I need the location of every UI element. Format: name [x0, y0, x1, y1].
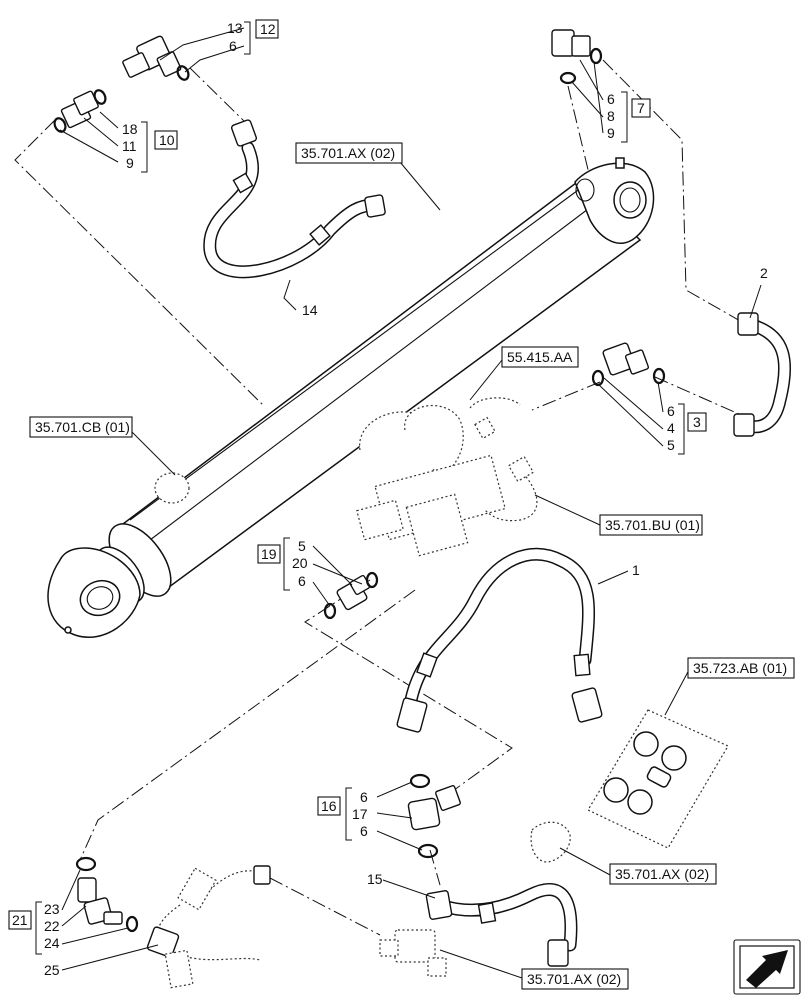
ref-35701ax-mid: 35.701.AX (02)	[615, 866, 709, 882]
elbow-ghost-left	[156, 865, 271, 961]
reference-boxes: 35.701.AX (02) 35.701.CB (01) 55.415.AA …	[29, 142, 795, 990]
item-6-group19: 6	[298, 573, 306, 589]
item-23-group21: 23	[44, 901, 60, 917]
group-label-12: 12	[260, 21, 276, 37]
group-label-7: 7	[637, 100, 645, 116]
item-24-group21: 24	[44, 935, 60, 951]
fitting-group-19	[323, 571, 379, 620]
ref-35701ax-top: 35.701.AX (02)	[301, 145, 395, 161]
item-20-group19: 20	[292, 555, 308, 571]
fitting-group-12	[122, 35, 190, 81]
control-plate	[587, 709, 729, 849]
hose-15	[425, 883, 578, 967]
hose-1	[396, 547, 603, 733]
item-14: 14	[302, 302, 318, 318]
item-6-group7: 6	[607, 91, 615, 107]
item-25: 25	[44, 962, 60, 978]
ref-35701cb: 35.701.CB (01)	[35, 419, 130, 435]
ref-35701bu: 35.701.BU (01)	[605, 517, 700, 533]
item-17-group16: 17	[352, 806, 368, 822]
fitting-group-7	[551, 29, 603, 85]
item-5-group19: 5	[298, 538, 306, 554]
item-15: 15	[367, 871, 383, 887]
item-8-group7: 8	[607, 108, 615, 124]
pipe-2	[733, 312, 792, 437]
next-page-arrow-icon[interactable]	[733, 939, 801, 995]
item-5-group3: 5	[667, 437, 675, 453]
item-9-group7: 9	[607, 125, 615, 141]
leader-lines	[59, 27, 762, 979]
hydraulic-cylinder	[47, 157, 655, 638]
item-6-group12: 6	[229, 38, 237, 54]
group-brackets: 12 10 7 3 19 16 21	[8, 19, 707, 955]
item-4-group3: 4	[667, 420, 675, 436]
ref-35701ax-bottom: 35.701.AX (02)	[527, 971, 621, 987]
group-label-10: 10	[159, 132, 175, 148]
group-label-21: 21	[12, 912, 28, 928]
elbow-ghost-right	[530, 821, 571, 863]
item-18-group10: 18	[122, 121, 138, 137]
item-1: 1	[632, 562, 640, 578]
group-label-16: 16	[321, 798, 337, 814]
item-11-group10: 11	[122, 138, 137, 154]
item-numbers: 13 6 18 11 9 6 8 9 14 2 6 4 5 5 20 6 1 6…	[44, 20, 768, 978]
item-6-group3: 6	[667, 403, 675, 419]
group-label-19: 19	[261, 546, 277, 562]
item-6b-group16: 6	[360, 823, 368, 839]
item-6a-group16: 6	[360, 789, 368, 805]
fitting-group-16	[407, 773, 461, 859]
item-2: 2	[760, 265, 768, 281]
item-13-group12: 13	[227, 20, 243, 36]
fitting-group-10	[53, 89, 107, 133]
group-label-3: 3	[693, 414, 701, 430]
fitting-group-21	[75, 856, 194, 989]
item-9-group10: 9	[126, 155, 134, 171]
ref-35723ab: 35.723.AB (01)	[693, 660, 787, 676]
control-valve-ghost	[356, 397, 538, 557]
hose-14	[203, 119, 386, 279]
tee-ghost-bottom	[379, 929, 447, 977]
fitting-group-3	[591, 342, 666, 387]
item-22-group21: 22	[44, 918, 60, 934]
ref-55415aa: 55.415.AA	[507, 349, 573, 365]
